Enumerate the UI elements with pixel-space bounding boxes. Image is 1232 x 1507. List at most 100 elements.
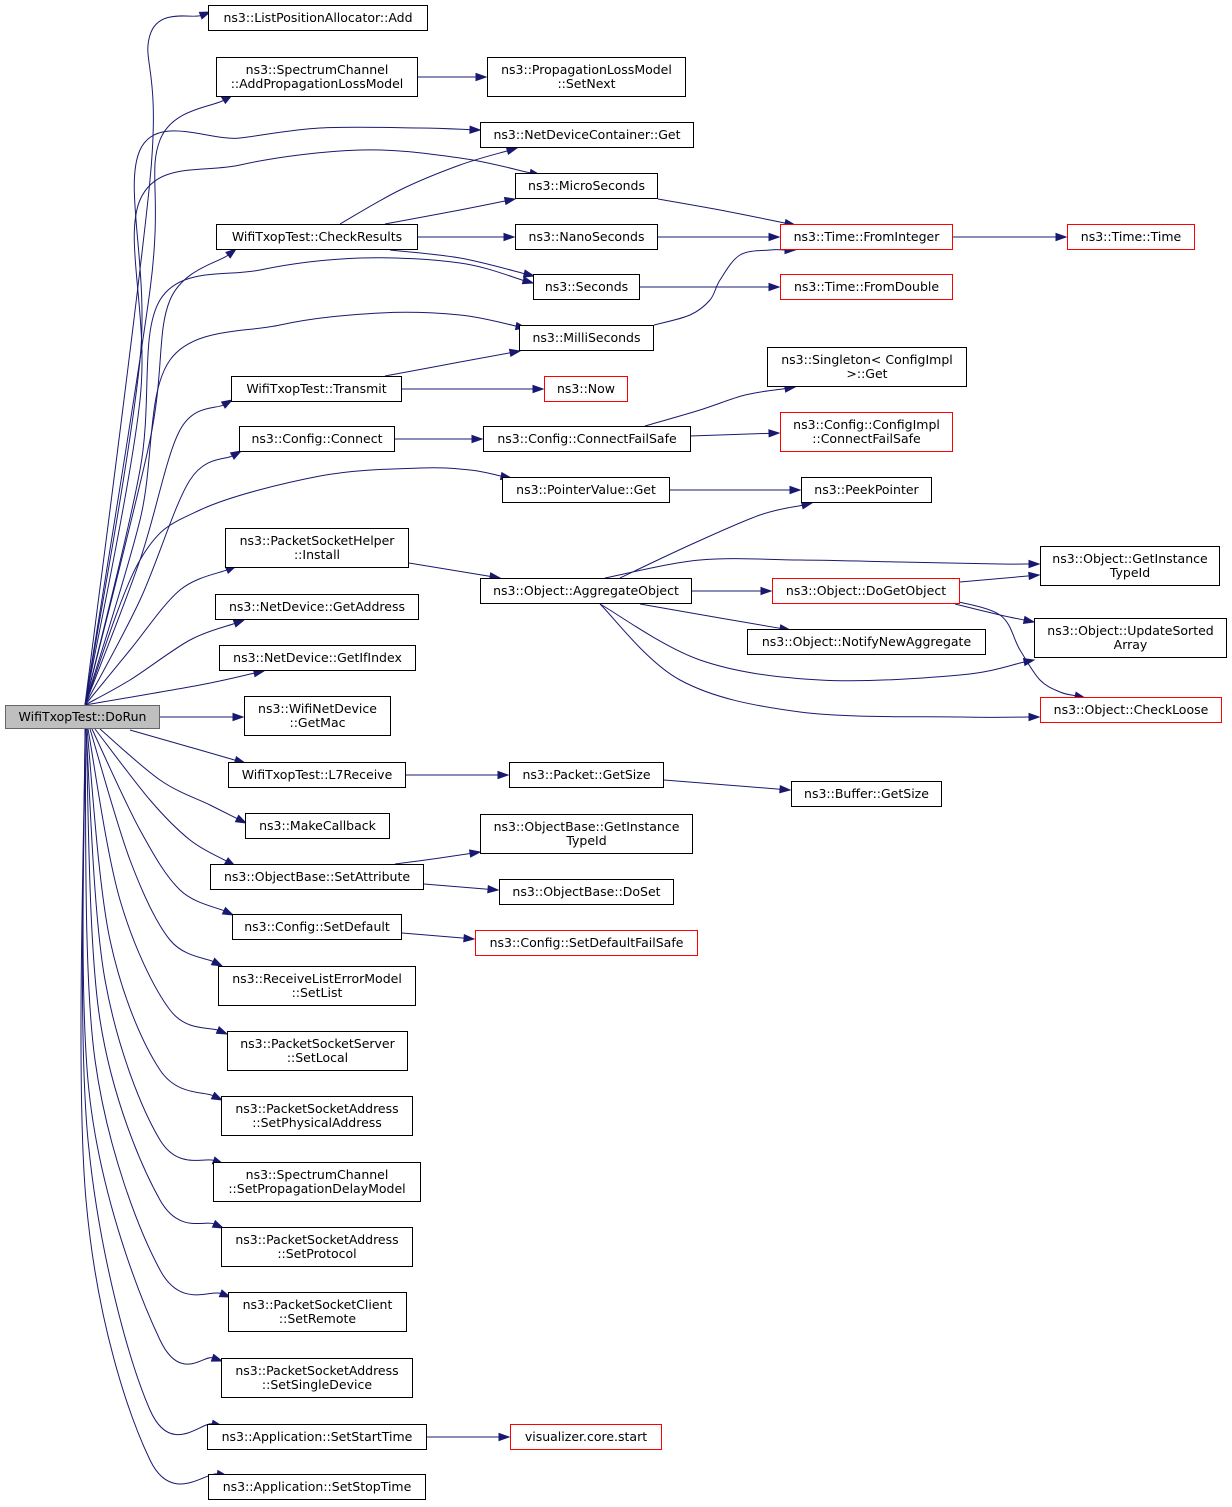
node-time-time[interactable]: ns3::Time::Time	[1067, 224, 1195, 250]
edge-root-to-transmit	[84, 404, 224, 706]
node-connectfs[interactable]: ns3::Config::ConnectFailSafe	[483, 426, 691, 452]
arrowhead-fromint	[768, 232, 781, 242]
node-nd-getifindex[interactable]: ns3::NetDevice::GetIfIndex	[219, 645, 416, 671]
edge-root-to-pss-setlocal	[87, 728, 218, 1031]
arrowhead-fromdouble	[768, 282, 781, 292]
arrowhead-dogetobject	[760, 586, 773, 596]
node-psa-setphys[interactable]: ns3::PacketSocketAddress ::SetPhysicalAd…	[221, 1096, 413, 1136]
node-ob-getinstancetypeid[interactable]: ns3::ObjectBase::GetInstance TypeId	[480, 814, 693, 854]
node-cfg-setdefault[interactable]: ns3::Config::SetDefault	[232, 914, 402, 940]
edge-ob-setattribute-to-ob-getinstancetypeid	[394, 852, 471, 865]
arrowhead-microseconds	[503, 196, 517, 206]
edge-root-to-spec-setpropdelay	[85, 728, 214, 1161]
node-psa-setsingle[interactable]: ns3::PacketSocketAddress ::SetSingleDevi…	[221, 1358, 413, 1398]
node-ob-setattribute[interactable]: ns3::ObjectBase::SetAttribute	[210, 864, 424, 890]
node-prop-setnext[interactable]: ns3::PropagationLossModel ::SetNext	[487, 57, 686, 97]
edge-root-to-app-setstart	[81, 728, 213, 1435]
node-updatesorted[interactable]: ns3::Object::UpdateSorted Array	[1034, 618, 1227, 658]
arrowhead-checkresults	[225, 248, 238, 259]
node-pss-setlocal[interactable]: ns3::PacketSocketServer ::SetLocal	[227, 1031, 408, 1071]
edge-root-to-checkresults	[84, 254, 229, 706]
edge-connectfs-to-cimpl-connectfs	[689, 432, 770, 437]
node-vis-start[interactable]: visualizer.core.start	[510, 1424, 662, 1450]
node-microseconds[interactable]: ns3::MicroSeconds	[515, 173, 658, 199]
node-psc-setremote[interactable]: ns3::PacketSocketClient ::SetRemote	[228, 1292, 407, 1332]
arrowhead-wnd-getmac	[232, 712, 245, 722]
arrowhead-makecallback	[234, 814, 248, 824]
node-cimpl-connectfs[interactable]: ns3::Config::ConfigImpl ::ConnectFailSaf…	[780, 412, 953, 452]
arrowhead-time-time	[1055, 232, 1068, 242]
node-makecallback[interactable]: ns3::MakeCallback	[245, 813, 390, 839]
edge-root-to-microseconds	[84, 149, 531, 706]
arrowhead-ob-doset	[487, 884, 500, 894]
edge-root-to-milliseconds	[84, 311, 517, 706]
node-wnd-getmac[interactable]: ns3::WifiNetDevice ::GetMac	[244, 696, 391, 736]
node-getinstancetypeid[interactable]: ns3::Object::GetInstance TypeId	[1040, 546, 1220, 586]
node-checkresults[interactable]: WifiTxopTest::CheckResults	[216, 224, 418, 250]
edge-root-to-spec-addprop	[84, 99, 224, 706]
node-app-setstop[interactable]: ns3::Application::SetStopTime	[208, 1474, 426, 1500]
arrowhead-packet-getsize	[497, 770, 510, 780]
node-spec-setpropdelay[interactable]: ns3::SpectrumChannel ::SetPropagationDel…	[213, 1162, 421, 1202]
node-singleton[interactable]: ns3::Singleton< ConfigImpl >::Get	[767, 347, 967, 387]
node-psa-setprotocol[interactable]: ns3::PacketSocketAddress ::SetProtocol	[221, 1227, 413, 1267]
arrowhead-updatesorted	[1022, 615, 1036, 625]
node-buffer-getsize[interactable]: ns3::Buffer::GetSize	[791, 781, 942, 807]
arrowhead-buffer-getsize	[779, 784, 792, 794]
node-rlem-setlist[interactable]: ns3::ReceiveListErrorModel ::SetList	[218, 966, 416, 1006]
edge-aggregate-to-peekpointer	[619, 504, 803, 579]
node-cfg-setdefaultfs[interactable]: ns3::Config::SetDefaultFailSafe	[475, 930, 698, 956]
node-peekpointer[interactable]: ns3::PeekPointer	[801, 477, 932, 503]
arrowhead-getinstancetypeid	[1028, 559, 1041, 569]
edge-root-to-ndc-get	[84, 126, 471, 706]
edge-dogetobject-to-getinstancetypeid	[959, 575, 1030, 583]
node-fromdouble[interactable]: ns3::Time::FromDouble	[780, 274, 953, 300]
node-milliseconds[interactable]: ns3::MilliSeconds	[519, 325, 654, 351]
arrowhead-getinstancetypeid	[1028, 571, 1041, 581]
node-now[interactable]: ns3::Now	[544, 376, 628, 402]
edge-checkresults-to-ndc-get	[339, 150, 508, 225]
edge-root-to-nd-getifindex	[84, 672, 255, 706]
arrowhead-rlem-setlist	[210, 957, 224, 967]
edge-root-to-psa-setsingle	[82, 728, 213, 1365]
node-dogetobject[interactable]: ns3::Object::DoGetObject	[772, 578, 960, 604]
arrowhead-now	[532, 384, 545, 394]
node-nd-getaddress[interactable]: ns3::NetDevice::GetAddress	[215, 594, 419, 620]
node-packet-getsize[interactable]: ns3::Packet::GetSize	[509, 762, 664, 788]
arrowhead-ob-getinstancetypeid	[468, 849, 482, 858]
node-seconds[interactable]: ns3::Seconds	[533, 274, 640, 300]
node-psh-install[interactable]: ns3::PacketSocketHelper ::Install	[225, 528, 409, 568]
node-pv-get[interactable]: ns3::PointerValue::Get	[502, 477, 670, 503]
edge-checkresults-to-seconds	[389, 249, 525, 275]
arrowhead-psa-setprotocol	[211, 1219, 225, 1229]
edge-milliseconds-to-fromint	[653, 249, 786, 326]
edge-aggregate-to-notifynew	[639, 603, 781, 629]
node-ob-doset[interactable]: ns3::ObjectBase::DoSet	[499, 879, 674, 905]
node-list-add[interactable]: ns3::ListPositionAllocator::Add	[208, 5, 428, 31]
edge-root-to-seconds	[84, 257, 524, 706]
node-aggregate[interactable]: ns3::Object::AggregateObject	[480, 578, 692, 604]
arrowhead-milliseconds	[508, 348, 522, 358]
node-spec-addprop[interactable]: ns3::SpectrumChannel ::AddPropagationLos…	[216, 57, 418, 97]
edge-dogetobject-to-updatesorted	[954, 603, 1025, 621]
arrowhead-nanoseconds	[503, 232, 516, 242]
arrowhead-vis-start	[498, 1432, 511, 1442]
arrowhead-nd-getaddress	[232, 619, 246, 628]
node-transmit[interactable]: WifiTxopTest::Transmit	[231, 376, 402, 402]
node-checkloose[interactable]: ns3::Object::CheckLoose	[1040, 697, 1222, 723]
arrowhead-connect	[229, 450, 243, 460]
node-ndc-get[interactable]: ns3::NetDeviceContainer::Get	[480, 122, 694, 148]
node-connect[interactable]: ns3::Config::Connect	[239, 426, 395, 452]
node-nanoseconds[interactable]: ns3::NanoSeconds	[515, 224, 658, 250]
edge-transmit-to-milliseconds	[384, 352, 511, 377]
edge-root-to-psc-setremote	[84, 728, 221, 1296]
node-l7receive[interactable]: WifiTxopTest::L7Receive	[228, 762, 406, 788]
arrowhead-cfg-setdefaultfs	[463, 933, 476, 943]
node-notifynew[interactable]: ns3::Object::NotifyNewAggregate	[747, 629, 986, 655]
arrowhead-ndc-get	[469, 125, 482, 134]
node-fromint[interactable]: ns3::Time::FromInteger	[780, 224, 953, 250]
edge-root-to-cfg-setdefault	[91, 728, 225, 912]
node-app-setstart[interactable]: ns3::Application::SetStartTime	[207, 1424, 427, 1450]
edge-ob-setattribute-to-ob-doset	[423, 883, 489, 890]
